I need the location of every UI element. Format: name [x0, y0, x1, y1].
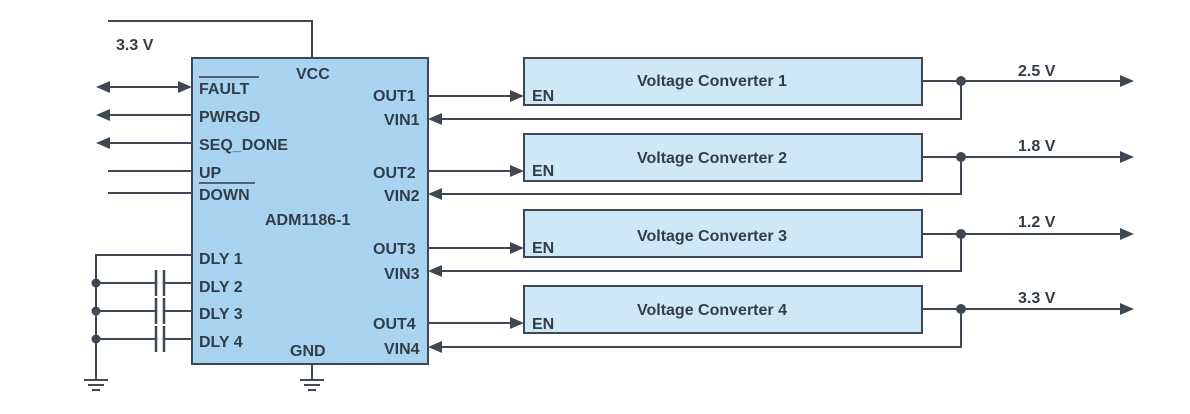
vcc-pin-label: VCC [296, 66, 330, 83]
dly4-pin-label: DLY 4 [199, 334, 243, 351]
vin2-pin-label: VIN2 [384, 188, 420, 205]
converter-3-output-voltage: 1.2 V [1018, 214, 1056, 231]
converter-2-name: Voltage Converter 2 [637, 150, 787, 167]
converter-1-name: Voltage Converter 1 [637, 73, 787, 90]
dly1-pin-label: DLY 1 [199, 251, 243, 268]
dly3-pin-label: DLY 3 [199, 306, 243, 323]
fault-right-arrow-icon [178, 81, 192, 93]
converter-3-name: Voltage Converter 3 [637, 228, 787, 245]
seq-done-arrow-icon [96, 137, 110, 149]
ic-part-name: ADM1186-1 [265, 212, 350, 229]
out1-pin-label: OUT1 [373, 88, 416, 105]
output1-arrow-icon [1120, 75, 1134, 87]
ground-left-icon [84, 379, 108, 391]
converter-4-output-voltage: 3.3 V [1018, 290, 1056, 307]
converter-2-en-label: EN [532, 163, 554, 180]
vin2-arrow-icon [428, 188, 442, 200]
vin3-pin-label: VIN3 [384, 266, 420, 283]
vcc-supply-wire [108, 20, 313, 58]
up-pin-label: UP [199, 165, 222, 182]
out3-pin-label: OUT3 [373, 241, 416, 258]
converter-4-name: Voltage Converter 4 [637, 302, 787, 319]
output2-arrow-icon [1120, 151, 1134, 163]
down-pin-label: DOWN [199, 187, 250, 204]
pwrgd-arrow-icon [96, 109, 110, 121]
converter-3 [428, 209, 1134, 277]
converter-2-output-voltage: 1.8 V [1018, 138, 1056, 155]
out2-arrow-icon [510, 165, 524, 177]
output3-arrow-icon [1120, 228, 1134, 240]
converter-1 [428, 57, 1134, 125]
out4-arrow-icon [510, 317, 524, 329]
out3-arrow-icon [510, 242, 524, 254]
pwrgd-pin-label: PWRGD [199, 109, 260, 126]
converter-1-output-voltage: 2.5 V [1018, 63, 1056, 80]
vin4-pin-label: VIN4 [384, 341, 420, 358]
vin3-arrow-icon [428, 265, 442, 277]
out4-pin-label: OUT4 [373, 316, 416, 333]
converter-4-en-label: EN [532, 316, 554, 333]
adm1186-ic [191, 57, 429, 365]
converter-2 [428, 133, 1134, 200]
delay-capacitor-network [91, 254, 192, 380]
converter-1-en-label: EN [532, 88, 554, 105]
out2-pin-label: OUT2 [373, 165, 416, 182]
converter-3-en-label: EN [532, 240, 554, 257]
fault-left-arrow-icon [96, 81, 110, 93]
output4-arrow-icon [1120, 303, 1134, 315]
vin1-pin-label: VIN1 [384, 112, 420, 129]
converter-4 [428, 285, 1134, 353]
gnd-pin-label: GND [290, 343, 326, 360]
fault-pin-label: FAULT [199, 81, 250, 98]
vin1-arrow-icon [428, 113, 442, 125]
supply-voltage-label: 3.3 V [116, 37, 154, 54]
vin4-arrow-icon [428, 341, 442, 353]
out1-arrow-icon [510, 90, 524, 102]
seq-done-pin-label: SEQ_DONE [199, 137, 288, 154]
ground-ic-icon [300, 379, 324, 391]
dly2-pin-label: DLY 2 [199, 279, 243, 296]
